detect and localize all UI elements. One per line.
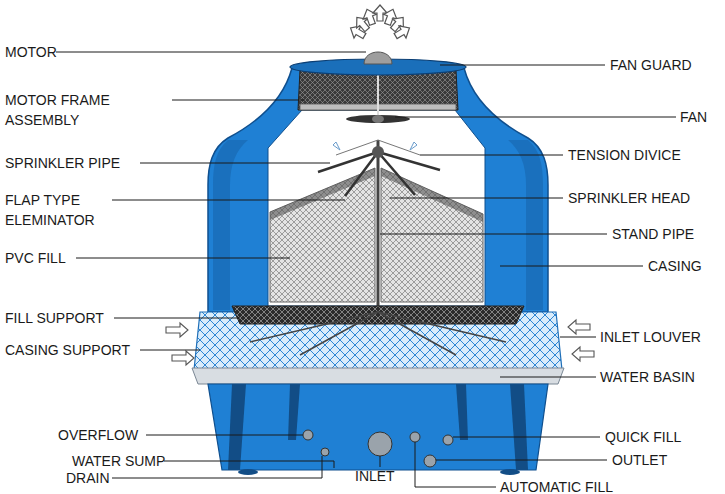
support-arm <box>250 312 378 342</box>
part-label: FAN <box>680 107 707 127</box>
part-label: AUTOMATIC FILL <box>500 477 613 494</box>
part-label: CASING <box>648 256 702 276</box>
leader-line <box>415 442 496 487</box>
stand-pipe <box>377 140 380 312</box>
casing-shell <box>208 68 548 312</box>
air-arrow <box>373 5 387 21</box>
fill-support <box>232 306 524 324</box>
leader-line <box>76 258 290 259</box>
casing-shade <box>508 140 543 310</box>
air-arrow <box>568 320 590 334</box>
part-label: SPRINKLER HEAD <box>568 188 690 208</box>
sprinkler-pipe <box>378 152 415 195</box>
basin-rib <box>510 384 528 470</box>
leader-line <box>560 337 596 338</box>
part-label: FILL SUPPORT <box>5 308 104 328</box>
air-arrow <box>392 22 413 42</box>
outlet-port <box>424 455 436 467</box>
spray-arrow <box>333 142 417 150</box>
basin-rib <box>288 384 300 440</box>
leader-line <box>453 437 600 438</box>
leader-line <box>436 460 607 461</box>
basin-foot <box>500 469 520 475</box>
leader-line <box>500 266 643 267</box>
tension-device <box>336 140 378 155</box>
casing-support <box>192 368 564 384</box>
part-label: MOTOR FRAME ASSEMBLY <box>5 90 155 130</box>
leader-line <box>420 155 563 156</box>
basin-rib <box>456 384 468 440</box>
flap-eliminator <box>381 168 483 222</box>
part-label: SPRINKLER PIPE <box>5 153 120 173</box>
part-label: DRAIN <box>66 468 110 488</box>
part-label: OVERFLOW <box>58 425 138 445</box>
part-label: OUTLET <box>612 450 667 470</box>
leader-line <box>56 52 366 53</box>
basin-foot <box>238 469 258 475</box>
leader-line <box>112 200 345 201</box>
leader-line <box>164 461 334 468</box>
part-label: TENSION DIVICE <box>568 145 681 165</box>
part-label: INLET LOUVER <box>600 327 701 347</box>
fan-blade <box>346 115 410 123</box>
pvc-fill <box>381 168 483 302</box>
fan-shaft <box>377 70 379 118</box>
leader-line <box>172 100 305 101</box>
motor-dome <box>364 52 392 64</box>
leader-line <box>140 350 200 351</box>
part-label: INLET <box>355 466 395 486</box>
leader-line <box>140 163 330 164</box>
part-label: PVC FILL <box>5 248 66 268</box>
part-label: WATER SUMP <box>72 451 165 471</box>
leader-line <box>390 198 563 199</box>
leader-line <box>440 65 605 66</box>
part-label: MOTOR <box>5 42 57 62</box>
leader-line <box>380 234 607 235</box>
leader-line <box>146 435 303 436</box>
sprinkler-head <box>372 146 384 158</box>
basin-rib <box>228 384 246 470</box>
quick-fill-port <box>443 435 453 445</box>
inlet-port <box>368 432 392 456</box>
air-arrow <box>172 351 194 365</box>
support-arm <box>378 312 456 355</box>
air-arrow <box>166 323 188 337</box>
leader-line <box>114 318 240 319</box>
overflow-port <box>303 430 313 440</box>
drain-port <box>321 448 329 456</box>
support-arm <box>300 312 378 355</box>
part-label: FAN GUARD <box>610 55 692 75</box>
fan-hub <box>372 115 384 123</box>
leader-line <box>380 456 381 467</box>
support-arm <box>378 312 506 342</box>
pvc-fill <box>270 168 375 302</box>
air-arrow <box>572 347 594 361</box>
water-basin <box>208 384 548 470</box>
casing-shade <box>213 140 248 310</box>
part-label: QUICK FILL <box>605 427 681 447</box>
part-label: WATER BASIN <box>600 367 695 387</box>
part-label: CASING SUPPORT <box>5 340 130 360</box>
leader-line <box>395 117 676 118</box>
automatic-fill-port <box>410 432 420 442</box>
part-label: FLAP TYPE ELEMINATOR <box>5 190 125 230</box>
sprinkler-pipe <box>345 152 378 196</box>
part-label: STAND PIPE <box>612 224 694 244</box>
leader-line <box>500 377 596 378</box>
